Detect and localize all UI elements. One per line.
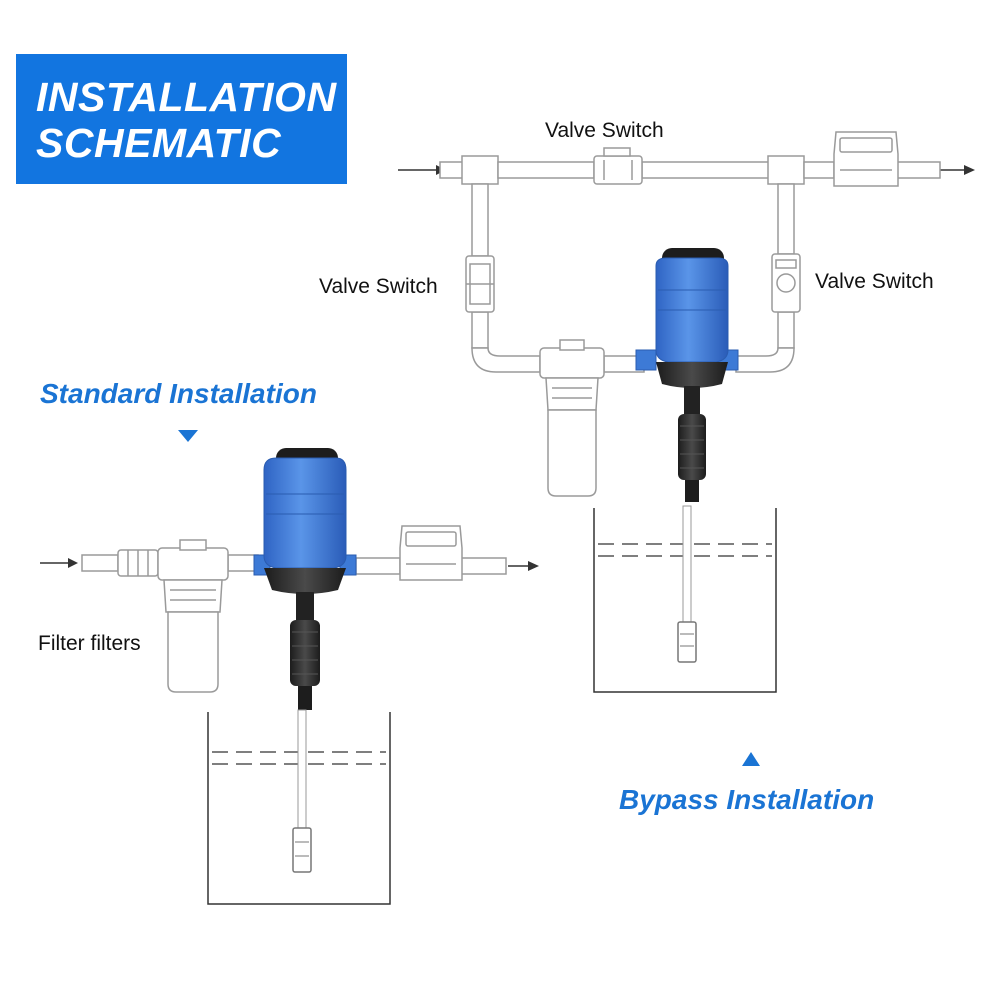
- bypass-filter: [539, 339, 605, 497]
- left-valve-switch: [465, 255, 495, 313]
- filter-label: Filter filters: [38, 632, 141, 655]
- bypass-indicator-triangle: [742, 752, 760, 766]
- header-banner: INSTALLATION SCHEMATIC: [16, 54, 347, 184]
- right-valve-switch: [771, 253, 801, 313]
- top-valve-switch: [593, 147, 643, 185]
- bypass-outflow-arrow: [940, 165, 975, 175]
- bypass-right-pipe: [735, 183, 795, 373]
- bypass-tank: [593, 505, 777, 693]
- banner-title-line-2: SCHEMATIC: [36, 120, 282, 166]
- standard-outflow-arrow: [508, 561, 539, 571]
- bypass-left-pipe: [471, 183, 541, 373]
- standard-water-meter: [399, 525, 463, 581]
- bypass-inflow-arrow: [398, 165, 446, 175]
- standard-injector: [253, 448, 357, 710]
- bypass-main-pipe: [439, 155, 941, 185]
- bypass-installation-title: Bypass Installation: [619, 784, 875, 815]
- standard-installation-title: Standard Installation: [40, 378, 317, 409]
- standard-installation-diagram: [40, 430, 539, 905]
- banner-title-line-1: INSTALLATION: [36, 74, 337, 120]
- top-valve-switch-label: Valve Switch: [545, 119, 664, 142]
- standard-inline-connector: [117, 549, 159, 577]
- right-valve-switch-label: Valve Switch: [815, 270, 934, 293]
- standard-filter: [157, 539, 229, 693]
- standard-tank: [207, 709, 391, 905]
- standard-indicator-triangle: [178, 430, 198, 442]
- left-valve-switch-label: Valve Switch: [319, 275, 438, 298]
- bypass-injector: [635, 248, 739, 502]
- bypass-installation-diagram: [398, 131, 975, 766]
- bypass-water-meter: [833, 131, 899, 187]
- standard-inflow-arrow: [40, 558, 78, 568]
